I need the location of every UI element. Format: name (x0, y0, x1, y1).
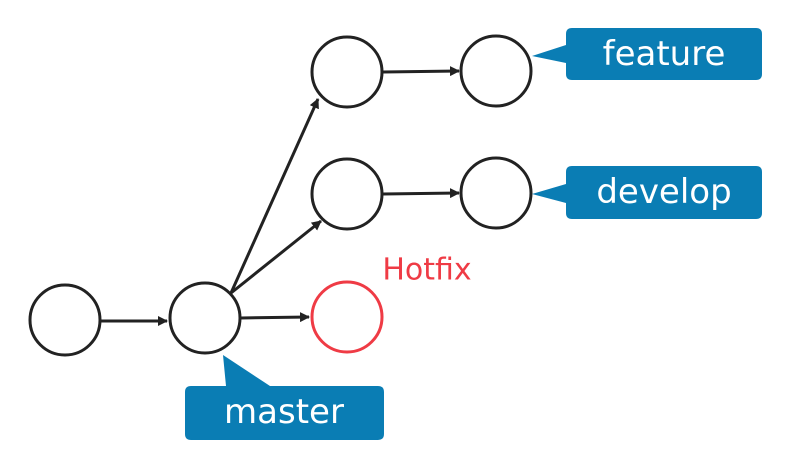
develop-label-text: develop (596, 172, 731, 212)
edge-master-to-hotfix (240, 312, 310, 323)
commit-node-feature (459, 34, 533, 108)
feature-label: feature (532, 28, 762, 80)
develop-label-shape (532, 166, 762, 219)
feature-label-text: feature (603, 34, 726, 74)
commit-node-develop (459, 156, 533, 230)
feature-label-shape (532, 28, 762, 80)
commit-node-master (168, 281, 242, 355)
edge-develop-base-to-develop (382, 188, 460, 199)
master-label-text: master (224, 392, 344, 432)
master-label: master (185, 355, 384, 440)
hotfix-label: Hotfix (382, 253, 471, 288)
edge-master-to-develop-base (230, 219, 322, 295)
commit-node-develop-base (310, 157, 384, 231)
edge-feature-base-to-feature (382, 66, 460, 77)
commit-node-initial (28, 283, 102, 357)
master-label-shape (185, 355, 384, 440)
commit-node-feature-base (310, 35, 384, 109)
develop-label: develop (532, 166, 762, 219)
commit-node-hotfix (310, 280, 384, 354)
edge-master-to-feature-base (229, 98, 320, 294)
